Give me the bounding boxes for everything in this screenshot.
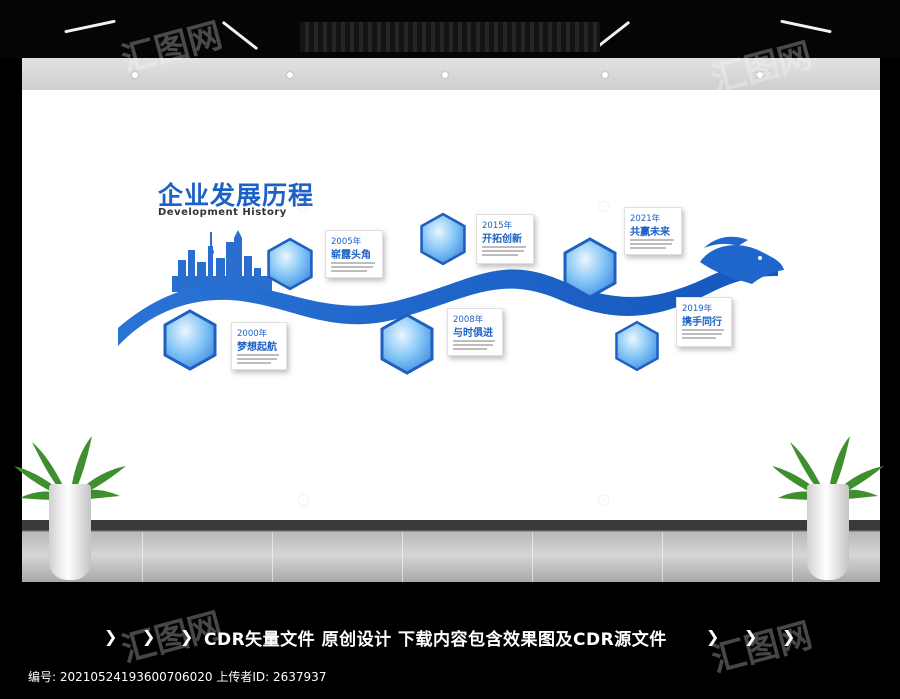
milestone-card: 2015年 开拓创新 bbox=[476, 214, 534, 264]
spot-light bbox=[442, 72, 448, 78]
potted-plant-icon bbox=[768, 430, 888, 580]
floor-tile-seam bbox=[662, 532, 663, 582]
milestone-title: 共赢未来 bbox=[630, 227, 670, 238]
footer-banner: ❯ ❯ ❯ CDR矢量文件 原创设计 下载内容包含效果图及CDR源文件 ❯ ❯ … bbox=[0, 615, 900, 665]
ceiling-beam bbox=[22, 58, 880, 90]
watermark-logo-icon: ⊙ bbox=[296, 490, 312, 511]
floor-tile-seam bbox=[792, 532, 793, 582]
text-line bbox=[237, 358, 277, 360]
timeline-wave bbox=[118, 263, 778, 346]
text-line bbox=[453, 344, 493, 346]
chevron-down-icon: ❯ bbox=[142, 627, 156, 646]
milestone-title: 开拓创新 bbox=[482, 234, 522, 245]
chevron-down-icon: ❯ bbox=[180, 627, 194, 646]
milestone-title: 与时俱进 bbox=[453, 328, 493, 339]
milestone-title: 携手同行 bbox=[682, 317, 722, 328]
text-line bbox=[331, 270, 367, 272]
text-line bbox=[482, 254, 518, 256]
milestone-card: 2005年 崭露头角 bbox=[325, 230, 383, 278]
city-skyline-icon bbox=[172, 230, 272, 292]
text-line bbox=[682, 329, 724, 331]
spot-light bbox=[602, 72, 608, 78]
footer-text: CDR矢量文件 原创设计 下载内容包含效果图及CDR源文件 bbox=[204, 630, 667, 650]
text-line bbox=[630, 247, 666, 249]
text-line bbox=[237, 362, 271, 364]
milestone-card: 2000年 梦想起航 bbox=[231, 322, 287, 370]
text-line bbox=[682, 333, 722, 335]
text-line bbox=[331, 262, 375, 264]
hexagon-icon bbox=[563, 237, 617, 299]
hexagon-icon bbox=[420, 212, 466, 266]
text-line bbox=[331, 266, 373, 268]
chevron-down-icon: ❯ bbox=[782, 627, 796, 646]
ceiling-vent bbox=[300, 22, 600, 52]
milestone-year: 2000年 bbox=[237, 329, 268, 339]
text-line bbox=[630, 239, 674, 241]
milestone-title: 崭露头角 bbox=[331, 250, 371, 261]
chevron-down-icon: ❯ bbox=[706, 627, 720, 646]
text-line bbox=[237, 354, 279, 356]
plant-pot bbox=[49, 484, 91, 580]
text-line bbox=[682, 337, 716, 339]
potted-plant-icon bbox=[10, 430, 130, 580]
milestone-year: 2015年 bbox=[482, 221, 513, 231]
milestone-card: 2008年 与时俱进 bbox=[447, 308, 503, 356]
milestone-year: 2021年 bbox=[630, 214, 661, 224]
floor bbox=[22, 520, 880, 582]
watermark-logo-icon: ⊙ bbox=[596, 196, 612, 217]
milestone-year: 2019年 bbox=[682, 304, 713, 314]
page-subtitle: Development History bbox=[158, 207, 287, 218]
chevron-down-icon: ❯ bbox=[744, 627, 758, 646]
hexagon-icon bbox=[380, 313, 434, 375]
text-line bbox=[482, 250, 524, 252]
image-info: 编号: 20210524193600706020 上传者ID: 2637937 bbox=[28, 670, 327, 684]
milestone-card: 2021年 共赢未来 bbox=[624, 207, 682, 255]
dragon-head-icon bbox=[700, 236, 784, 284]
milestone-title: 梦想起航 bbox=[237, 342, 277, 353]
text-line bbox=[630, 243, 672, 245]
watermark-logo-icon: ⊙ bbox=[296, 196, 312, 217]
floor-tile-seam bbox=[272, 532, 273, 582]
ceiling bbox=[0, 0, 900, 58]
hexagon-icon bbox=[615, 320, 659, 372]
spot-light bbox=[132, 72, 138, 78]
floor-tile-seam bbox=[532, 532, 533, 582]
text-line bbox=[453, 340, 495, 342]
page-title: 企业发展历程 bbox=[158, 181, 315, 210]
text-line bbox=[482, 246, 526, 248]
hexagon-icon bbox=[163, 309, 217, 371]
floor-tile-seam bbox=[142, 532, 143, 582]
milestone-year: 2005年 bbox=[331, 237, 362, 247]
spot-light bbox=[287, 72, 293, 78]
watermark-logo-icon: ⊙ bbox=[596, 490, 612, 511]
text-line bbox=[453, 348, 487, 350]
hexagon-icon bbox=[267, 237, 313, 291]
milestone-year: 2008年 bbox=[453, 315, 484, 325]
floor-tile-seam bbox=[402, 532, 403, 582]
chevron-down-icon: ❯ bbox=[104, 627, 118, 646]
spot-light bbox=[757, 72, 763, 78]
plant-pot bbox=[807, 484, 849, 580]
milestone-card: 2019年 携手同行 bbox=[676, 297, 732, 347]
